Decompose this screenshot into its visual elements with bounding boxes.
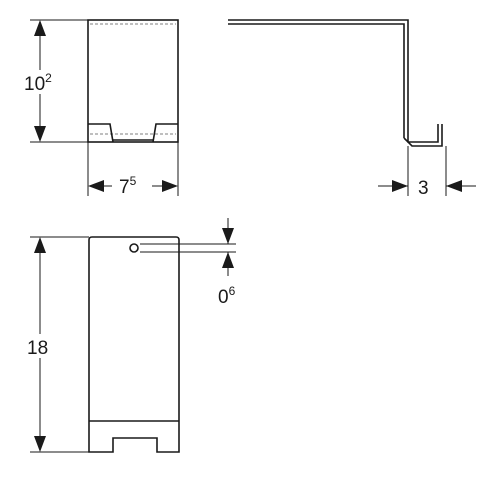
arrow-down [34, 126, 46, 142]
arrow-up [222, 252, 234, 268]
arrow-right [392, 180, 408, 192]
mounting-hole [129, 243, 139, 253]
dim-front-view-height: 18 [24, 236, 89, 453]
dim-label-mask [22, 70, 58, 94]
front-view-outline [88, 236, 180, 453]
top-view-notch [88, 123, 178, 143]
top-view-outline [87, 19, 179, 143]
dim-hole-offset: 06 [140, 218, 236, 308]
arrow-right [162, 180, 178, 192]
dim-label-front-height: 18 [27, 338, 48, 359]
arrow-up [34, 20, 46, 36]
dim-label-hole-offset: 06 [218, 284, 236, 308]
dim-label-mask [24, 334, 54, 358]
arrow-down [34, 436, 46, 452]
dim-label-side-offset: 3 [418, 178, 429, 199]
side-view [228, 19, 443, 147]
dim-label-top-height: 102 [24, 71, 52, 95]
side-view-profile [228, 19, 443, 147]
dim-side-offset: 3 [378, 146, 476, 199]
arrow-up [34, 237, 46, 253]
arrow-left [88, 180, 104, 192]
arrow-down [222, 228, 234, 244]
dim-label-top-width: 75 [119, 174, 137, 198]
dim-top-view-height: 102 [22, 19, 88, 143]
top-view [87, 19, 179, 143]
dim-label-mask [112, 172, 152, 194]
arrow-left [446, 180, 462, 192]
dim-top-view-width: 75 [87, 142, 179, 198]
front-view [88, 236, 180, 453]
